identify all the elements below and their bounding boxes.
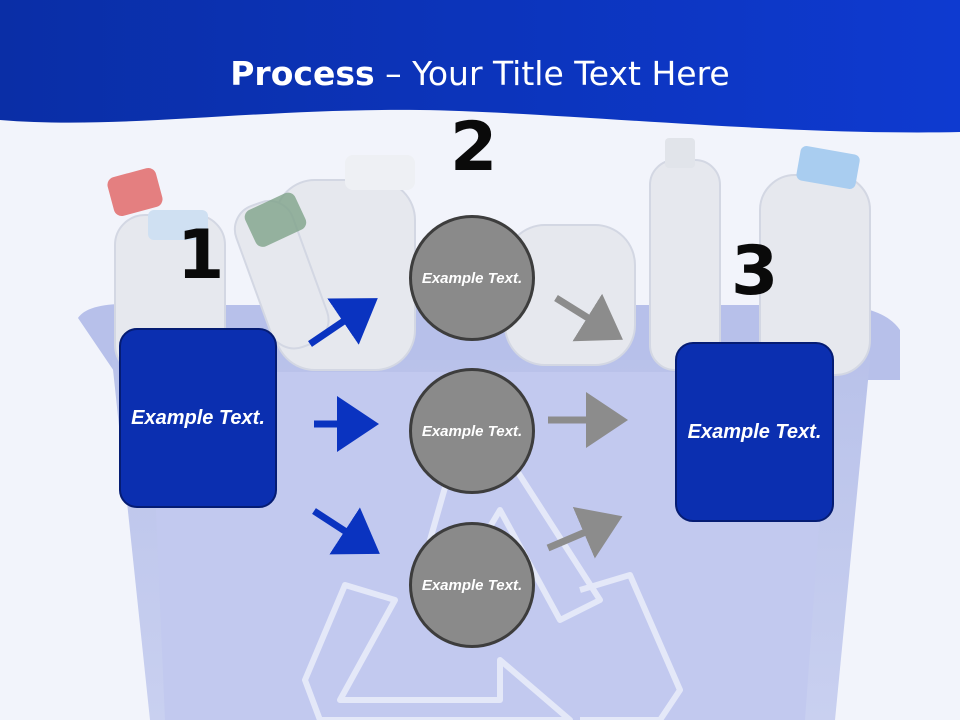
title-bold: Process	[230, 54, 375, 93]
arrow-right-down-gray	[554, 293, 623, 342]
step-box-3: Example Text.	[675, 342, 834, 522]
circle-top: Example Text.	[409, 215, 535, 341]
step-box-1: Example Text.	[119, 328, 277, 508]
circle-bottom: Example Text.	[409, 522, 535, 648]
circle-middle: Example Text.	[409, 368, 535, 494]
page-title: Process – Your Title Text Here	[0, 54, 960, 93]
header-band	[0, 0, 960, 133]
step-box-3-text: Example Text.	[687, 420, 822, 443]
circle-top-text: Example Text.	[421, 269, 523, 287]
arrow-right-up-blue	[308, 298, 378, 347]
title-rest: – Your Title Text Here	[374, 54, 730, 93]
step-number-1: 1	[177, 216, 225, 295]
step-number-2: 2	[450, 108, 498, 187]
circle-middle-text: Example Text.	[421, 422, 523, 440]
step-number-3: 3	[731, 232, 779, 311]
arrow-right-up-gray	[546, 506, 623, 559]
circle-bottom-text: Example Text.	[421, 576, 523, 594]
arrow-right-down-blue	[312, 507, 380, 555]
step-box-1-text: Example Text.	[131, 406, 265, 429]
